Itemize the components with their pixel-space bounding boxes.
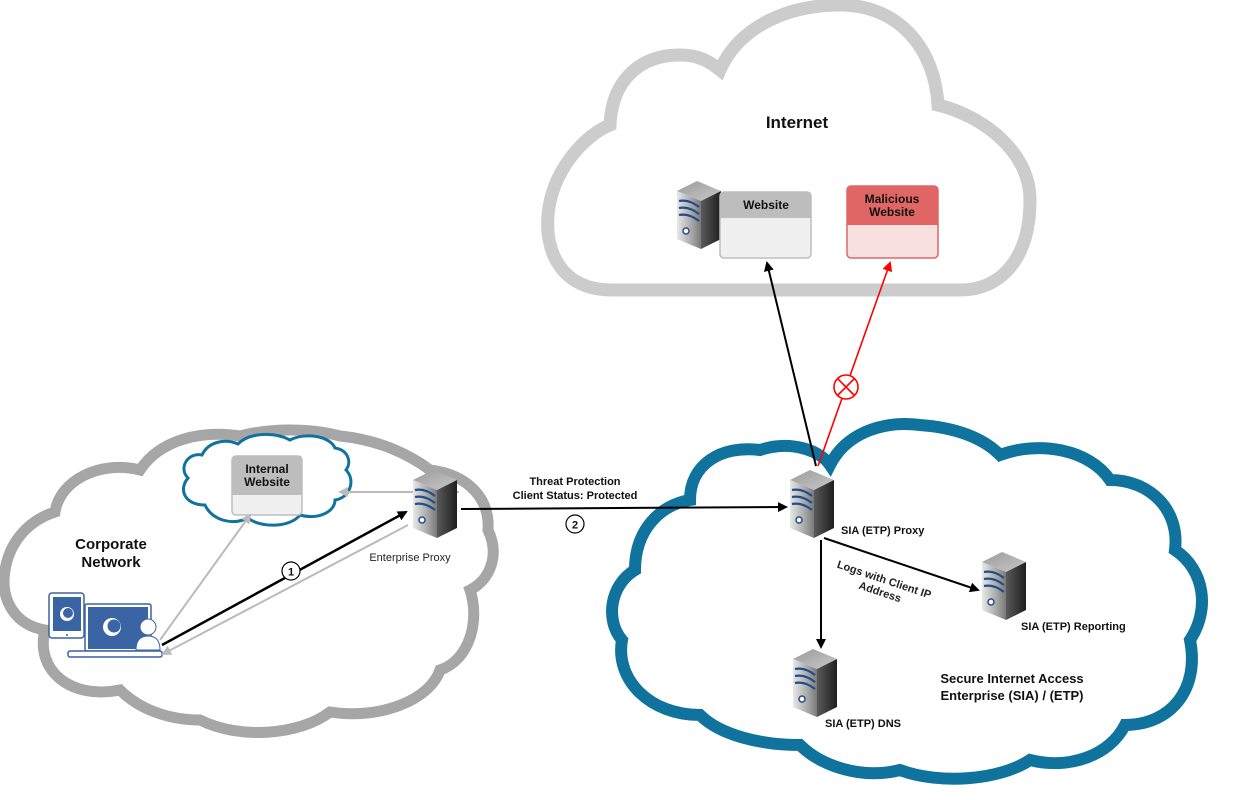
sia-reporting-label: SIA (ETP) Reporting xyxy=(1021,621,1126,633)
enterprise-proxy-server-icon xyxy=(411,468,459,540)
sia-dns-label: SIA (ETP) DNS xyxy=(825,718,901,730)
corporate-label-1: Corporate xyxy=(75,536,147,553)
sia-reporting-node[interactable]: SIA (ETP) Reporting xyxy=(980,550,1126,633)
step-1-badge: 1 xyxy=(281,561,301,581)
enterprise-proxy-label: Enterprise Proxy xyxy=(369,552,451,564)
client-to-proxy-arrow xyxy=(161,510,408,647)
web-server-icon xyxy=(675,179,723,251)
internal-website-title-2: Website xyxy=(244,475,290,489)
malicious-website-node[interactable]: Malicious Website xyxy=(846,185,939,259)
client-devices[interactable] xyxy=(48,592,163,658)
website-header xyxy=(720,192,811,218)
sia-dns-server-icon xyxy=(791,647,839,719)
sia-proxy-label: SIA (ETP) Proxy xyxy=(841,525,925,537)
proxy-to-sia-arrow xyxy=(460,502,788,513)
proxy-to-client-arrow xyxy=(161,524,409,655)
blocked-icon xyxy=(833,374,859,400)
malicious-website-title-2: Website xyxy=(869,205,915,219)
website-title: Website xyxy=(743,198,789,212)
sia-to-website-arrow xyxy=(764,261,817,467)
sia-label-1: Secure Internet Access xyxy=(940,671,1083,686)
corporate-label-2: Network xyxy=(81,554,141,571)
sia-label-2: Enterprise (SIA) / (ETP) xyxy=(940,688,1083,703)
malicious-website-title-1: Malicious xyxy=(865,192,920,206)
threat-label-2: Client Status: Protected xyxy=(513,490,638,502)
sia-proxy-node[interactable]: SIA (ETP) Proxy xyxy=(788,468,925,540)
internet-label: Internet xyxy=(766,113,829,132)
sia-reporting-server-icon xyxy=(980,550,1028,622)
malicious-website-header xyxy=(847,186,938,225)
sia-proxy-server-icon xyxy=(788,468,836,540)
threat-label-1: Threat Protection xyxy=(529,476,620,488)
svg-text:2: 2 xyxy=(572,520,578,532)
internal-website-title-1: Internal xyxy=(245,462,288,476)
internal-website-header xyxy=(232,456,302,495)
enterprise-proxy-node[interactable]: Enterprise Proxy xyxy=(369,468,459,564)
website-node[interactable]: Website xyxy=(675,179,812,259)
internal-website-node[interactable]: Internal Website xyxy=(231,455,303,516)
sia-cloud-outline xyxy=(606,418,1208,785)
client-to-internal-arrow xyxy=(159,513,252,641)
sia-cloud: Secure Internet Access Enterprise (SIA) … xyxy=(606,418,1208,785)
sia-to-malicious-arrow xyxy=(817,261,893,467)
step-2-badge: 2 xyxy=(565,514,585,534)
sia-to-reporting-arrow xyxy=(823,537,980,593)
svg-text:1: 1 xyxy=(288,567,294,579)
sia-dns-node[interactable]: SIA (ETP) DNS xyxy=(791,647,901,730)
user-icon xyxy=(135,618,161,651)
